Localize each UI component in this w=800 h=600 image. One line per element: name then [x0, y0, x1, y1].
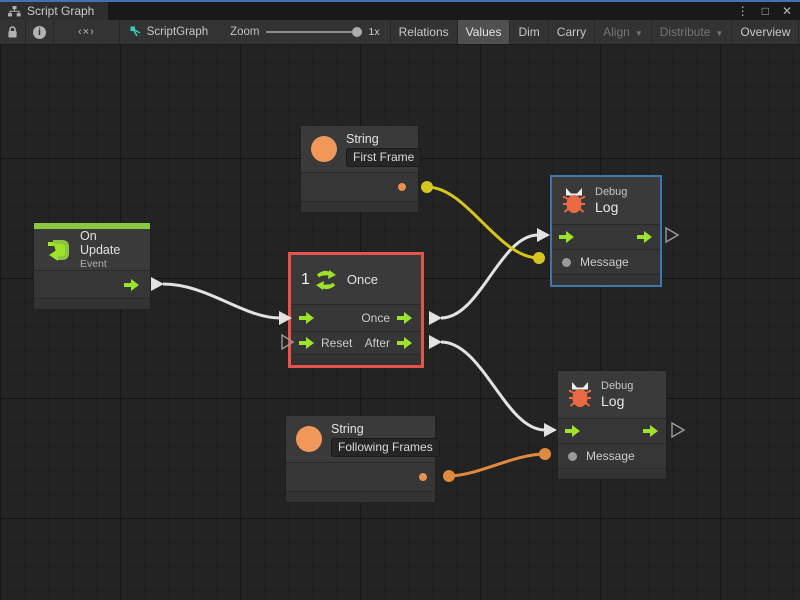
unconnected-port-hint — [671, 421, 686, 439]
port-label-reset: Reset — [321, 336, 353, 350]
node-footer — [558, 468, 666, 479]
node-footer — [552, 274, 660, 285]
node-once[interactable]: 1 Once Once Reset After — [288, 252, 424, 368]
node-footer — [291, 354, 421, 365]
wire-once-debug1[interactable] — [440, 233, 539, 320]
node-on-update[interactable]: On Update Event — [33, 222, 151, 310]
tab-title: Script Graph — [27, 4, 95, 18]
zoom-slider[interactable] — [265, 20, 362, 44]
flow-input-port[interactable] — [565, 425, 581, 437]
flow-output-port[interactable] — [643, 425, 659, 437]
wire-arrowhead — [429, 311, 442, 325]
node-subtitle: Debug — [601, 380, 634, 392]
code-icon: ‹×› — [78, 26, 95, 38]
zoom-value: 1x — [362, 20, 391, 44]
update-loop-icon — [48, 239, 69, 261]
once-cycle-icon — [315, 269, 336, 290]
chevron-down-icon: ▼ — [715, 28, 724, 38]
string-value-field[interactable]: Following Frames — [331, 437, 440, 457]
info-icon: i — [33, 25, 46, 39]
node-title: String — [331, 421, 364, 436]
bug-icon — [562, 188, 586, 213]
graph-canvas[interactable]: String First Frame On Update Event — [0, 45, 800, 600]
port-label-after: After — [364, 336, 390, 350]
hierarchy-icon — [8, 5, 21, 16]
node-title: Log — [595, 199, 619, 215]
wire-onupdate-once[interactable] — [162, 282, 281, 320]
wire-once-debug2[interactable] — [440, 340, 546, 432]
event-color-strip — [34, 223, 150, 229]
node-title: Log — [601, 393, 625, 409]
node-string-following-frames[interactable]: String Following Frames — [285, 415, 440, 503]
bug-icon — [568, 382, 592, 407]
node-title: On Update — [80, 229, 121, 257]
string-type-icon — [311, 136, 337, 162]
wire-endpoint-dot — [421, 181, 433, 193]
flow-output-port-after[interactable] — [397, 337, 413, 349]
carry-button[interactable]: Carry — [549, 20, 596, 44]
node-title: String — [346, 131, 379, 146]
overview-button[interactable]: Overview — [732, 20, 800, 44]
window-menu-icon[interactable]: ⋮ — [736, 4, 749, 18]
port-label-message: Message — [580, 255, 629, 269]
flow-output-port[interactable] — [637, 231, 653, 243]
padlock-icon — [8, 25, 17, 37]
flow-input-port[interactable] — [299, 312, 315, 324]
string-type-icon — [296, 426, 322, 452]
wire-string2-message[interactable] — [448, 452, 546, 478]
unconnected-port-hint — [665, 226, 680, 244]
port-label-message: Message — [586, 449, 635, 463]
message-input-port[interactable] — [568, 451, 577, 461]
message-input-port[interactable] — [562, 257, 571, 267]
node-footer — [286, 491, 435, 502]
wire-string1-message[interactable] — [426, 185, 540, 260]
node-string-first-frame[interactable]: String First Frame — [300, 125, 422, 213]
tab-script-graph[interactable]: Script Graph — [0, 2, 109, 20]
script-graph-icon — [130, 26, 141, 37]
node-debug-log-1[interactable]: Debug Log Message — [550, 175, 662, 287]
wire-arrowhead — [544, 423, 557, 437]
distribute-button[interactable]: Distribute ▼ — [652, 20, 733, 44]
node-debug-log-2[interactable]: Debug Log Message — [557, 370, 667, 480]
once-number: 1 — [301, 270, 310, 288]
lock-button[interactable] — [0, 20, 26, 44]
wire-arrowhead — [429, 335, 442, 349]
node-title: Once — [346, 272, 378, 287]
window-maximize-icon[interactable]: □ — [761, 4, 769, 18]
flow-output-port[interactable] — [124, 278, 140, 291]
value-output-port[interactable] — [398, 183, 406, 191]
node-footer — [301, 201, 418, 212]
port-label-once: Once — [361, 311, 390, 325]
wire-endpoint-dot — [539, 448, 551, 460]
zoom-label: Zoom — [230, 26, 260, 38]
relations-button[interactable]: Relations — [391, 20, 458, 44]
preview-source-button[interactable]: ‹×› — [54, 20, 120, 44]
wire-arrowhead — [537, 228, 550, 242]
flow-output-port-once[interactable] — [397, 312, 413, 324]
node-footer — [34, 298, 150, 309]
chevron-down-icon: ▼ — [634, 28, 643, 38]
wire-arrowhead — [151, 277, 164, 291]
node-subtitle: Event — [80, 258, 107, 270]
graph-breadcrumb[interactable]: ScriptGraph — [120, 20, 218, 44]
focus-highlight-line — [0, 0, 800, 2]
window-titlebar: Script Graph ⋮ □ ✕ — [0, 2, 800, 20]
graph-toolbar: i ‹×› ScriptGraph Zoom 1x Relations Valu… — [0, 20, 800, 45]
inspect-button[interactable]: i — [26, 20, 54, 44]
dim-button[interactable]: Dim — [510, 20, 549, 44]
node-subtitle: Debug — [595, 186, 628, 198]
string-value-field[interactable]: First Frame — [346, 147, 422, 167]
zoom-slider-track[interactable] — [265, 31, 362, 33]
flow-input-port[interactable] — [559, 231, 575, 243]
align-button[interactable]: Align ▼ — [595, 20, 652, 44]
value-output-port[interactable] — [419, 473, 427, 481]
wire-endpoint-dot — [533, 252, 545, 264]
values-button[interactable]: Values — [457, 20, 511, 44]
window-close-icon[interactable]: ✕ — [781, 4, 792, 18]
graph-breadcrumb-label: ScriptGraph — [146, 26, 209, 38]
flow-input-port-reset[interactable] — [299, 337, 315, 349]
wire-endpoint-dot — [443, 470, 455, 482]
zoom-slider-handle[interactable] — [351, 27, 362, 37]
